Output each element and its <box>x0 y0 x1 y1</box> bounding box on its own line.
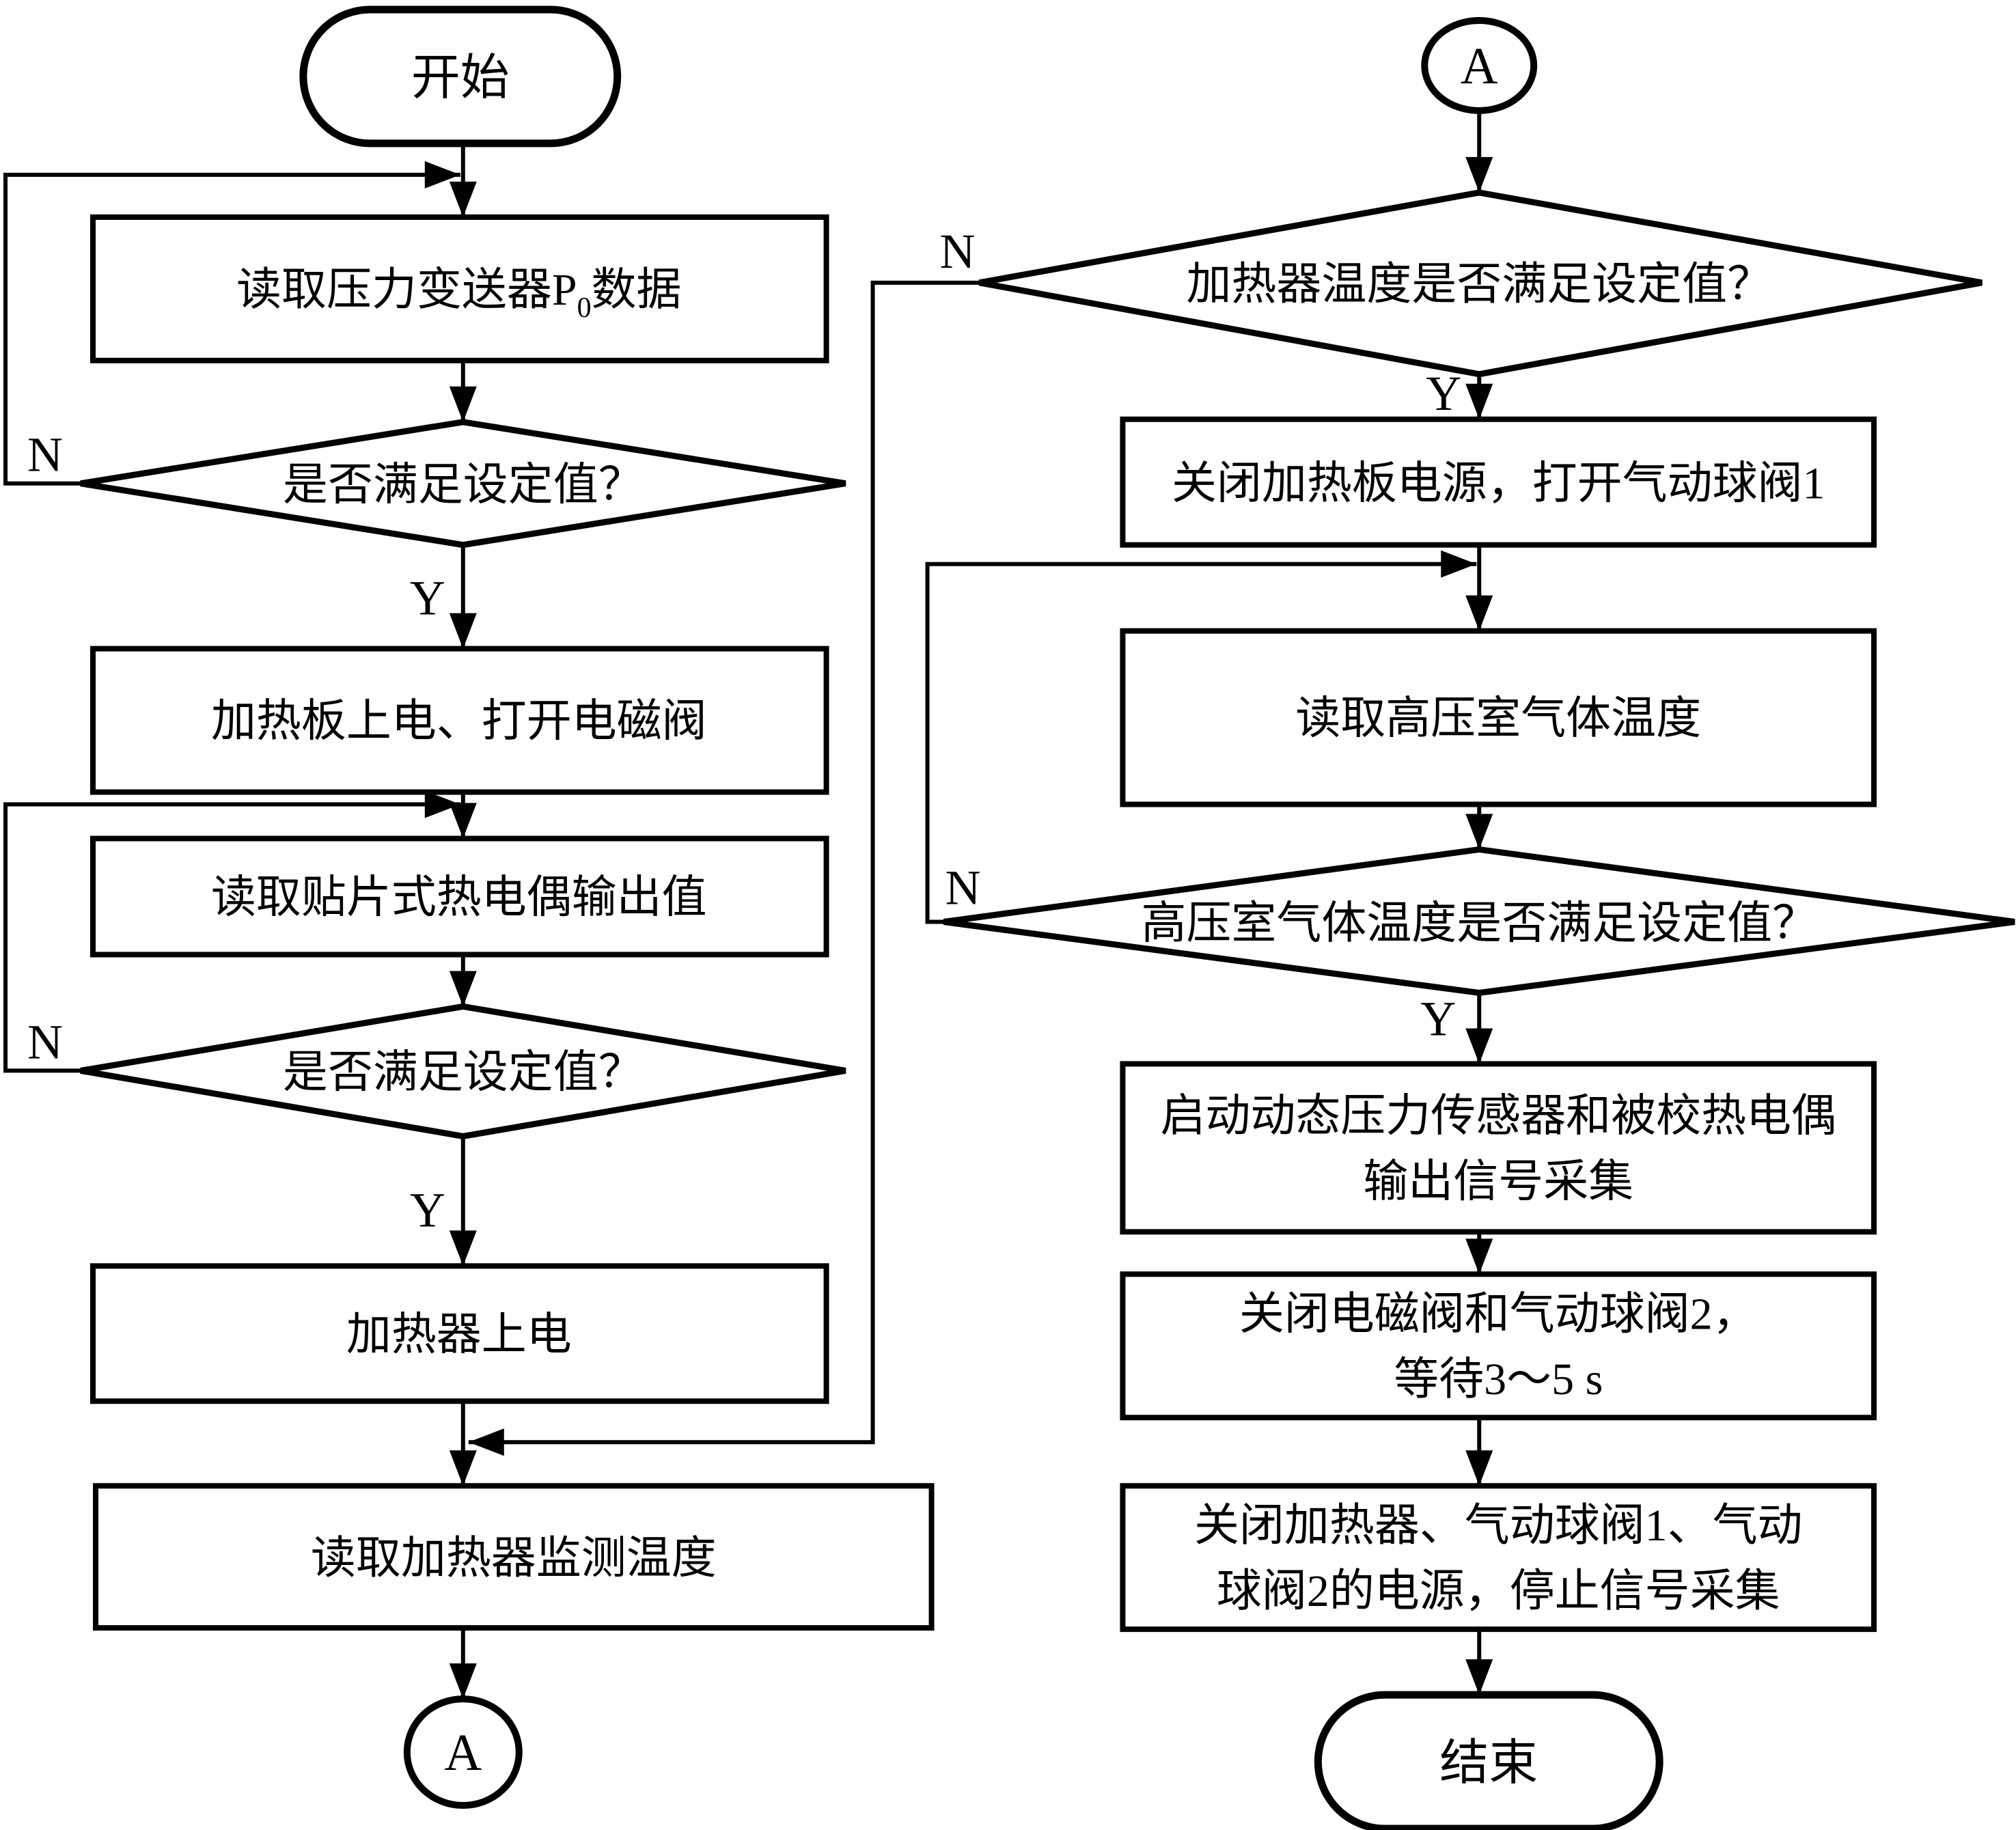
check-heater-yes-label: Y <box>1426 366 1461 421</box>
close-heating-plate-label: 关闭加热板电源，打开气动球阀1 <box>1172 459 1825 509</box>
arrow-loop1-merge <box>424 161 460 189</box>
edge-loop-check-chamber-no <box>925 562 1477 924</box>
edge-loop-check2-no <box>3 802 460 1073</box>
start-acq-label-line1: 启动动态压力传感器和被校热电偶 <box>1160 1091 1836 1141</box>
close-valves-label-line2: 等待3～5 s <box>1394 1355 1603 1404</box>
process-read-heater-temp <box>93 1483 935 1631</box>
process-read-pressure <box>90 214 829 363</box>
arrow-into-end <box>1465 1659 1493 1695</box>
arrow-into-check-heater <box>1465 156 1493 193</box>
connector-a-right-label: A <box>1461 38 1498 95</box>
arrow-into-read-thermocouple <box>449 803 477 839</box>
decision-chamber-temp <box>943 846 2015 996</box>
process-start-acquisition <box>1120 1061 1877 1235</box>
process-read-thermocouple <box>90 835 829 958</box>
arrow-into-power-heater <box>449 1230 477 1266</box>
check2-label: 是否满足设定值？ <box>283 1047 644 1097</box>
connector-a-left-label: A <box>444 1724 482 1782</box>
arrow-into-read-heater-temp <box>449 1450 477 1486</box>
process-shutdown <box>1120 1483 1877 1633</box>
check1-label: 是否满足设定值？ <box>283 460 644 510</box>
decision-heater-temp <box>978 189 1983 378</box>
arrow-into-read-chamber <box>1465 595 1493 631</box>
read-chamber-temp-label: 读取高压室气体温度 <box>1295 694 1701 744</box>
connector-a-left <box>403 1695 523 1810</box>
check2-no-label: N <box>27 1014 63 1069</box>
power-heater-label: 加热器上电 <box>346 1309 572 1359</box>
start-label: 开始 <box>411 51 510 105</box>
read-thermocouple-label: 读取贴片式热电偶输出值 <box>211 873 707 923</box>
arrow-loop3-merge <box>1441 550 1477 578</box>
read-pressure-label-post: 数据 <box>592 265 682 315</box>
arrow-into-close-valves <box>1465 1238 1493 1275</box>
arrow-into-check1 <box>449 386 477 422</box>
end-terminator <box>1314 1691 1663 1830</box>
read-pressure-label: 读取压力变送器P0数据 <box>236 265 681 324</box>
arrow-into-connector-a-left <box>449 1663 477 1700</box>
edge-crosslink-check-heater-no <box>468 280 980 1445</box>
shutdown-label-line2: 球阀2的电源，停止信号采集 <box>1217 1566 1780 1616</box>
start-acq-label-line2: 输出信号采集 <box>1363 1156 1633 1206</box>
check1-no-label: N <box>27 428 63 482</box>
check-heater-temp-label: 加热器温度是否满足设定值？ <box>1186 260 1772 309</box>
process-power-heating-plate <box>90 646 829 795</box>
process-close-heating-plate <box>1120 416 1877 548</box>
check2-yes-label: Y <box>410 1182 445 1237</box>
shutdown-label-line1: 关闭加热器、气动球阀1、气动 <box>1194 1501 1803 1551</box>
arrow-into-check2 <box>449 971 477 1007</box>
process-close-valves <box>1120 1271 1877 1421</box>
check-chamber-yes-label: Y <box>1420 991 1456 1046</box>
heating-plate-label: 加热板上电、打开电磁阀 <box>211 697 707 747</box>
arrow-crosslink-merge <box>468 1428 504 1456</box>
check1-yes-label: Y <box>410 571 445 626</box>
edge-loop-check1-no <box>3 172 460 486</box>
decision-setpoint-2 <box>80 1003 846 1139</box>
arrow-into-start-acq <box>1465 1028 1493 1064</box>
connector-a-right <box>1421 16 1538 114</box>
read-pressure-label-sub: 0 <box>577 292 592 324</box>
arrow-into-close-plate <box>1465 383 1493 419</box>
arrow-into-shutdown <box>1465 1450 1493 1486</box>
arrow-into-heating-plate <box>449 613 477 649</box>
process-power-heater <box>90 1263 829 1404</box>
start-terminator <box>299 5 622 148</box>
check-chamber-no-label: N <box>945 861 981 915</box>
decision-setpoint-1 <box>80 419 846 549</box>
end-label: 结束 <box>1439 1736 1538 1790</box>
arrow-into-read-pressure <box>449 181 477 217</box>
check-heater-no-label: N <box>940 224 976 279</box>
read-heater-temp-label: 读取加热器监测温度 <box>311 1534 717 1583</box>
process-read-chamber-temp <box>1120 628 1877 807</box>
arrow-loop2-merge <box>424 790 460 818</box>
close-valves-label-line1: 关闭电磁阀和气动球阀2， <box>1239 1289 1758 1339</box>
check-chamber-temp-label: 高压室气体温度是否满足设定值？ <box>1141 898 1817 948</box>
arrow-into-check-chamber <box>1465 814 1493 850</box>
read-pressure-label-pre: 读取压力变送器P <box>236 265 577 315</box>
